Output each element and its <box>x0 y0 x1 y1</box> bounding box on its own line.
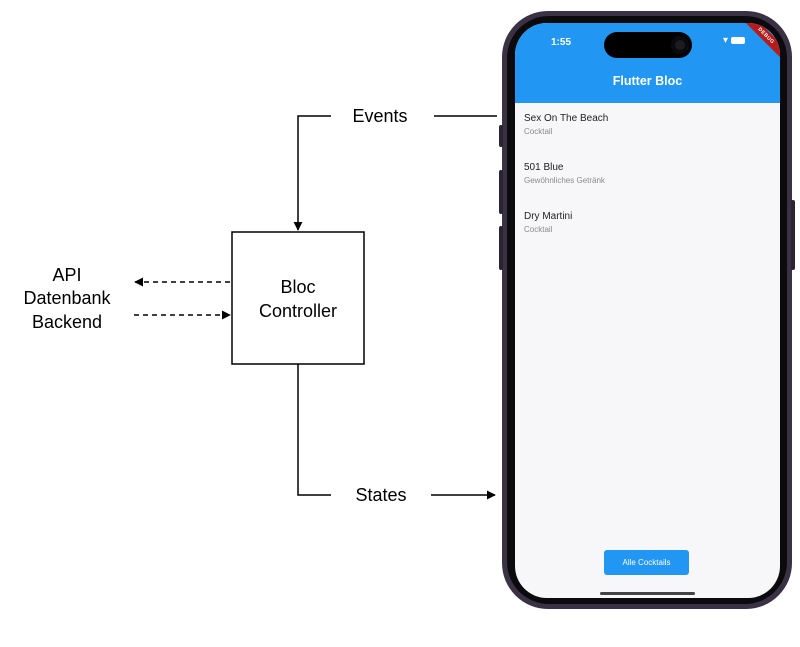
status-icons: ▾ <box>723 35 746 46</box>
list-item[interactable]: 501 Blue Gewöhnliches Getränk <box>524 162 764 211</box>
wifi-icon: ▾ <box>723 35 729 46</box>
states-label: States <box>355 485 406 505</box>
app-bar: 1:55 ▾ DEBUG Flutter Bloc <box>515 23 780 103</box>
bloc-controller-box <box>231 231 365 365</box>
battery-icon <box>731 36 746 44</box>
list-item-title: Dry Martini <box>524 211 573 222</box>
controller-label-line2: Controller <box>259 301 337 321</box>
events-label: Events <box>352 106 407 126</box>
phone-screen: 1:55 ▾ DEBUG Flutter Bloc Sex On The Bea… <box>515 23 780 598</box>
external-label-api: API <box>52 265 81 285</box>
list-item-subtitle: Gewöhnliches Getränk <box>524 176 605 185</box>
phone-volume-up-button <box>499 170 503 214</box>
list-item[interactable]: Dry Martini Cocktail <box>524 211 764 260</box>
debug-banner: DEBUG <box>742 23 780 60</box>
list-item-subtitle: Cocktail <box>524 127 553 136</box>
controller-label-line1: Bloc <box>280 277 315 297</box>
home-indicator <box>600 592 695 595</box>
external-label-database: Datenbank <box>23 288 111 308</box>
phone-side-button <box>499 125 503 147</box>
states-line <box>297 364 331 496</box>
external-label-backend: Backend <box>32 312 102 332</box>
phone-power-button <box>791 200 795 270</box>
list-item[interactable]: Sex On The Beach Cocktail <box>524 113 764 162</box>
app-title: Flutter Bloc <box>612 74 683 88</box>
phone-volume-down-button <box>499 226 503 270</box>
list-item-title: Sex On The Beach <box>524 113 609 124</box>
camera-icon <box>671 36 689 54</box>
events-arrow <box>293 115 331 231</box>
status-time: 1:55 <box>551 37 572 48</box>
cocktail-list: Sex On The Beach Cocktail 501 Blue Gewöh… <box>524 113 764 260</box>
list-item-title: 501 Blue <box>524 162 564 173</box>
all-cocktails-button[interactable]: Alle Cocktails <box>604 550 689 575</box>
list-item-subtitle: Cocktail <box>524 225 553 234</box>
